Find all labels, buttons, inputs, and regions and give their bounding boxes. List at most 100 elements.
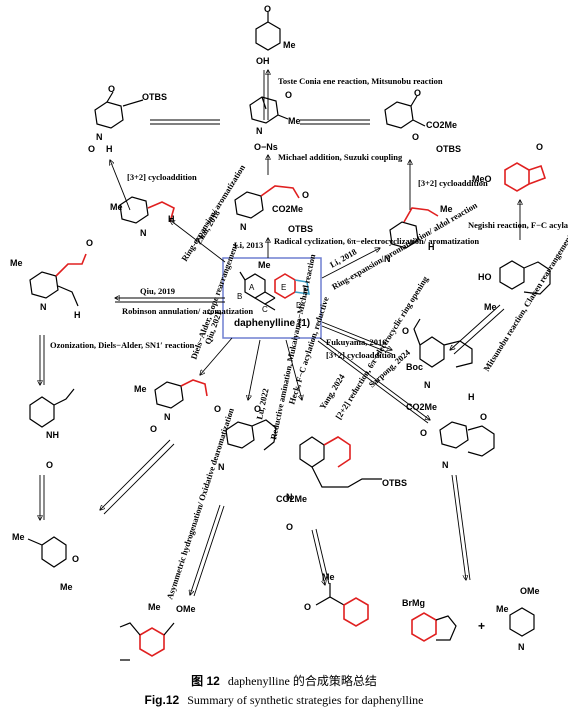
svg-text:O: O (108, 84, 115, 94)
svg-text:OMe: OMe (176, 604, 196, 614)
svg-text:NH: NH (46, 430, 59, 440)
svg-text:Me: Me (10, 258, 23, 268)
li2018-intermediate-structure: Me H N (384, 204, 453, 264)
svg-text:N: N (442, 460, 449, 470)
ring-f-highlight (294, 279, 310, 295)
route-asymmetric: Asymmetric hydrogenation/ Oxidative dear… (164, 406, 236, 600)
diene-amine-structure: NH O (29, 388, 75, 470)
route-qiu2019-steps: Robinson annulation/ aromatization (122, 306, 253, 316)
route-fukuyama-label: Fukuyama, 2016 (326, 337, 386, 347)
route-li2013-steps: Radical cyclization, 6π−electrocyclizati… (274, 236, 479, 246)
ring-e-label: E (281, 283, 286, 292)
svg-text:OMe: OMe (520, 586, 540, 596)
center-me-label: Me (258, 260, 271, 270)
ring-f-label: F (303, 285, 308, 294)
svg-text:O: O (150, 424, 157, 434)
route-li2013-label: Li, 2013 (234, 240, 263, 250)
caption-zh-num: 图 12 (191, 674, 220, 688)
svg-text:Boc: Boc (406, 362, 423, 372)
svg-text:O: O (264, 4, 271, 14)
svg-text:O: O (414, 88, 421, 98)
route-negishi: Negishi reaction, F−C acylation (468, 220, 568, 230)
svg-text:OTBS: OTBS (142, 92, 167, 102)
qiu2021-structure: Me N O (134, 379, 208, 434)
svg-text:Me: Me (110, 202, 123, 212)
svg-text:O: O (88, 144, 95, 154)
svg-text:N: N (40, 302, 47, 312)
svg-text:BrMg: BrMg (402, 598, 425, 608)
svg-text:O: O (402, 326, 409, 336)
daphenylline-center: Me A B C D E F daphenylline (1) (222, 257, 322, 339)
svg-text:N: N (140, 228, 147, 238)
ring-d-label: D (296, 301, 302, 310)
svg-text:O: O (86, 238, 93, 248)
svg-text:OH: OH (256, 56, 270, 66)
svg-text:Me: Me (134, 384, 147, 394)
methyl-enone-structure: Me O Me (12, 532, 79, 592)
svg-text:Me: Me (322, 572, 335, 582)
cyclohexenone-structure: O Me OH (255, 4, 296, 66)
enone-ons-structure: O Me N O−Ns (249, 90, 301, 152)
svg-text:CO2Me: CO2Me (426, 120, 457, 130)
svg-text:N: N (286, 492, 293, 502)
svg-text:Me: Me (288, 116, 301, 126)
svg-text:H: H (74, 310, 81, 320)
caption-en-num: Fig.12 (144, 693, 180, 707)
route-qiu2021-steps: Diels−Alder, Cope rearrangement (188, 242, 239, 361)
svg-text:O: O (46, 460, 53, 470)
bottom-left-structure: OMe Me (119, 602, 196, 661)
ring-c-label: C (262, 305, 268, 314)
svg-text:OTBS: OTBS (382, 478, 407, 488)
svg-text:N: N (384, 254, 391, 264)
ring-a-label: A (249, 283, 255, 292)
meo-indanone-structure: O MeO (472, 142, 547, 192)
synthesis-scheme: Me A B C D E F daphenylline (1) O Me OH … (10, 4, 568, 661)
svg-text:OTBS: OTBS (436, 144, 461, 154)
grignard-structure: BrMg (402, 598, 457, 642)
caption-zh-text: daphenylline 的合成策略总结 (227, 674, 377, 688)
otbs-right-structure: O CO2Me OTBS O (384, 88, 461, 154)
svg-text:N: N (164, 412, 171, 422)
svg-text:H: H (168, 214, 175, 224)
svg-text:O: O (214, 404, 221, 414)
svg-text:O: O (286, 522, 293, 532)
michael-intermediate-structure: O CO2Me OTBS N (234, 185, 313, 234)
svg-text:H: H (468, 392, 475, 402)
svg-text:N: N (240, 222, 247, 232)
svg-text:N: N (518, 642, 525, 652)
svg-text:CO2Me: CO2Me (406, 402, 437, 412)
caption-chinese: 图 12 daphenylline 的合成策略总结 (0, 672, 568, 689)
route-ozonization: Ozonization, Diels−Alder, SN1′ reaction (50, 340, 195, 350)
svg-text:H: H (106, 144, 113, 154)
svg-text:N: N (256, 126, 263, 136)
route-cyclo32-left: [3+2] cycloaddition (127, 172, 197, 182)
svg-text:Me: Me (148, 602, 161, 612)
route-qiu2019-label: Qiu, 2019 (140, 286, 175, 296)
svg-text:H: H (428, 242, 435, 252)
zhai-intermediate-structure: Me H N (110, 196, 175, 238)
styrene-aldehyde-structure: O Me (304, 572, 369, 627)
svg-text:Me: Me (484, 302, 497, 312)
route-li2018-label: Li, 2018 (328, 246, 358, 269)
route-yang2024-steps: [2+2] reduction, 6π−electrocyclic ring o… (333, 274, 430, 421)
ring-b-label: B (237, 292, 242, 301)
svg-text:CO2Me: CO2Me (276, 494, 307, 504)
route-michael: Michael addition, Suzuki coupling (278, 152, 403, 162)
qiu2019-structure: O Me N H (10, 238, 93, 320)
svg-text:N: N (96, 132, 103, 142)
svg-text:CO2Me: CO2Me (272, 204, 303, 214)
yang2024-structure: N O OTBS (286, 436, 407, 532)
svg-text:HO: HO (478, 272, 492, 282)
svg-text:Me: Me (60, 582, 73, 592)
svg-text:N: N (218, 462, 225, 472)
route-toste: Toste Conia ene reaction, Mitsunobu reac… (278, 76, 443, 86)
svg-text:OTBS: OTBS (288, 224, 313, 234)
svg-text:Me: Me (496, 604, 509, 614)
svg-text:O−Ns: O−Ns (254, 142, 278, 152)
svg-text:N: N (424, 380, 431, 390)
route-fukuyama-steps: [3+2] cycloaddition (326, 350, 396, 360)
ho-azulene-structure: HO Me (478, 260, 551, 312)
otbs-left-structure: OTBS O N O H (88, 84, 167, 154)
fukuyama-structure: O Boc N CO2Me (402, 318, 473, 412)
